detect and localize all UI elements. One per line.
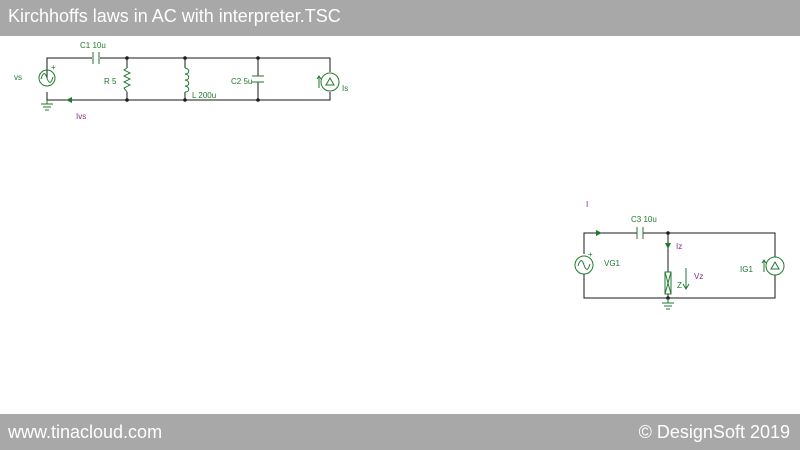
circuit2-current-source-label: IG1 [740, 265, 753, 274]
capacitor-c1-icon[interactable] [92, 52, 100, 64]
circuit1-current-label: Ivs [76, 112, 86, 121]
circuit2-capacitor-label: C3 10u [631, 215, 657, 224]
circuit1-current-source-label: Is [342, 84, 348, 93]
junction-dot [256, 98, 260, 102]
inductor-icon[interactable] [184, 67, 190, 93]
footer-bar: www.tinacloud.com © DesignSoft 2019 [0, 414, 800, 450]
junction-dot [256, 56, 260, 60]
circuit2-wire-bottom [583, 274, 776, 299]
page-title: Kirchhoffs laws in AC with interpreter.T… [8, 6, 341, 26]
current-arrow-icon [66, 97, 72, 103]
title-bar: Kirchhoffs laws in AC with interpreter.T… [0, 0, 800, 36]
ac-voltage-source-icon[interactable]: + [38, 63, 56, 87]
svg-text:+: + [51, 63, 56, 72]
resistor-icon[interactable] [122, 67, 132, 93]
circuit2-impedance-label: Z [677, 281, 682, 290]
ground-icon [662, 298, 674, 310]
capacitor-c2-icon[interactable] [252, 75, 264, 83]
circuit1-wire-bottom [46, 92, 331, 101]
current-source-icon[interactable] [761, 256, 785, 276]
copyright-text: © DesignSoft 2019 [638, 422, 790, 442]
circuit1-source-label: vs [14, 73, 22, 82]
circuit1-resistor-label: R 5 [104, 77, 117, 86]
impedance-icon[interactable] [664, 271, 672, 295]
junction-dot [183, 56, 187, 60]
ac-voltage-source-icon[interactable]: + [574, 250, 594, 275]
circuit2-source-label: VG1 [604, 259, 621, 268]
junction-dot [125, 56, 129, 60]
circuit-1: + vs C1 10u R 5 L 200u C2 5u [14, 41, 348, 121]
svg-text:+: + [588, 250, 593, 259]
circuit1-capacitor2-label: C2 5u [231, 77, 252, 86]
circuit2-current-label: I [586, 200, 588, 209]
current-source-icon[interactable] [316, 72, 340, 92]
circuit1-inductor-label: L 200u [192, 91, 216, 100]
website-link[interactable]: www.tinacloud.com [8, 422, 163, 442]
ground-icon [41, 100, 53, 111]
branch-current-arrow-icon [665, 243, 671, 249]
junction-dot [666, 231, 670, 235]
circuit2-wire-top [583, 232, 776, 257]
voltage-arrow-icon [682, 268, 690, 290]
circuit2-branch-current-label: Iz [676, 242, 682, 251]
schematic-canvas: + vs C1 10u R 5 L 200u C2 5u [14, 41, 785, 310]
circuit1-capacitor-label: C1 10u [80, 41, 106, 50]
junction-dot [125, 98, 129, 102]
circuit1-wire-top [46, 57, 331, 78]
current-arrow-icon [596, 230, 602, 236]
junction-dot [183, 98, 187, 102]
circuit-2: I C3 10u + VG1 Iz Z [574, 200, 785, 310]
capacitor-c3-icon[interactable] [636, 227, 644, 239]
circuit2-voltage-label: Vz [694, 272, 703, 281]
